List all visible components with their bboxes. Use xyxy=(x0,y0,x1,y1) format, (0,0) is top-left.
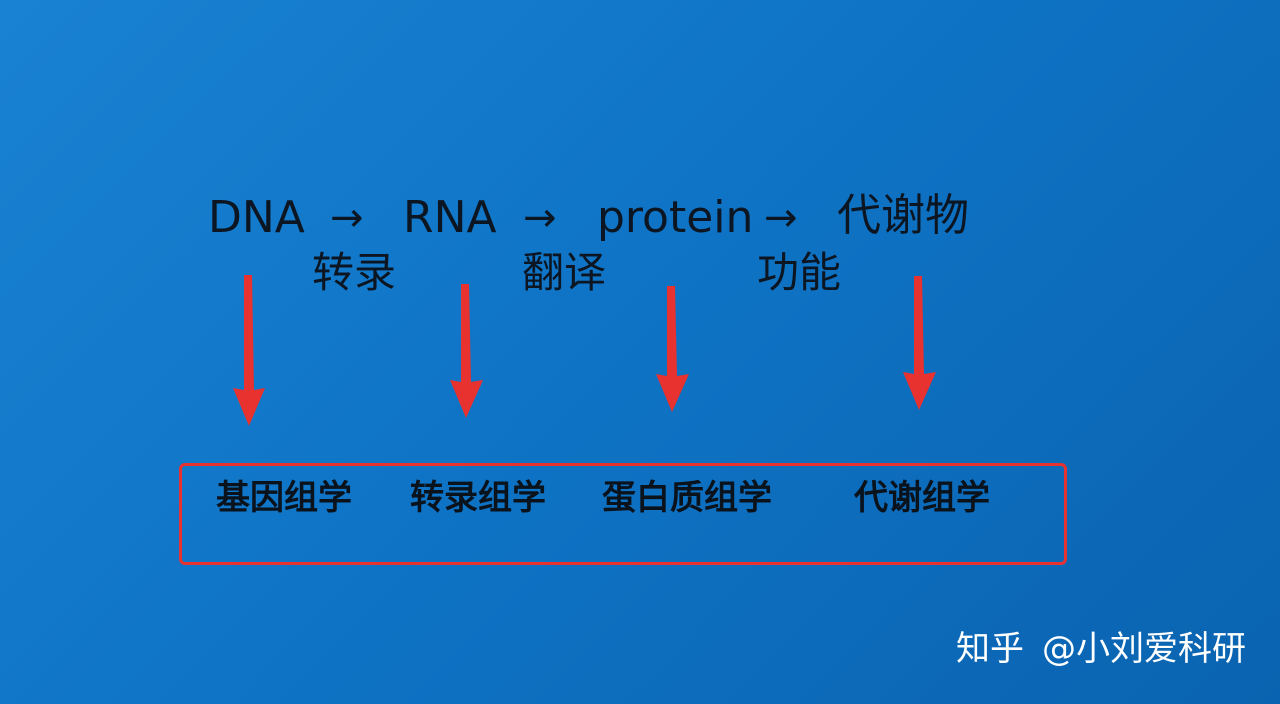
term-metabolite: 代谢物 xyxy=(837,190,969,241)
down-arrow-metabolomics xyxy=(903,276,936,410)
step-transcription: 转录 xyxy=(312,248,397,297)
term-dna: DNA xyxy=(208,192,305,243)
omics-genomics: 基因组学 xyxy=(216,478,352,518)
flow-arrow-3: → xyxy=(764,195,798,241)
omics-proteomics: 蛋白质组学 xyxy=(602,478,772,518)
term-protein: protein xyxy=(597,192,754,243)
omics-metabolomics: 代谢组学 xyxy=(854,478,990,518)
flow-arrow-2: → xyxy=(523,195,557,241)
watermark-platform: 知乎 xyxy=(956,629,1024,669)
down-arrow-proteomics xyxy=(656,286,689,412)
watermark-author: @小刘爱科研 xyxy=(1042,629,1246,669)
down-arrow-genomics xyxy=(233,275,265,426)
down-arrow-transcriptomics xyxy=(450,284,483,418)
flow-arrow-1: → xyxy=(330,195,364,241)
step-translation: 翻译 xyxy=(522,248,607,297)
term-rna: RNA xyxy=(403,192,497,243)
omics-box xyxy=(179,463,1067,565)
watermark: 知乎 @小刘爱科研 xyxy=(956,632,1246,666)
omics-transcriptomics: 转录组学 xyxy=(410,478,546,518)
step-function: 功能 xyxy=(757,248,842,297)
